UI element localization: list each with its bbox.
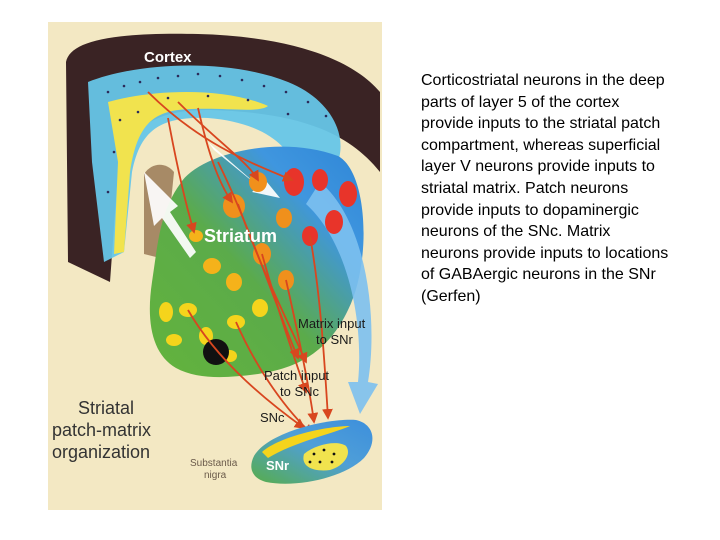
label-substantia-nigra: Substantia nigra: [190, 458, 240, 481]
cortical-layer-yellow: [108, 91, 268, 254]
snr-dots: [308, 448, 336, 464]
label-cortex: Cortex: [144, 49, 192, 66]
corticostriatal-projections: [147, 91, 333, 436]
label-organization: Striatal patch-matrix organization: [52, 398, 156, 462]
label-snc: SNc: [260, 410, 285, 425]
label-striatum: Striatum: [204, 226, 277, 246]
striatal-patch-matrix-figure: Cortex Striatum Matrix input to SNr Patc…: [48, 22, 382, 510]
label-patch-input: Patch input to SNc: [264, 368, 333, 399]
figure-illustration: Cortex Striatum Matrix input to SNr Patc…: [48, 22, 382, 510]
snc-band: [262, 426, 350, 458]
figure-caption: Corticostriatal neurons in the deep part…: [421, 72, 669, 305]
matrix-projection-arrow: [306, 182, 378, 414]
cortical-neuron-dots: [106, 72, 328, 194]
snr-region: [303, 443, 349, 471]
label-snr: SNr: [266, 458, 289, 473]
label-matrix-input: Matrix input to SNr: [298, 316, 369, 347]
